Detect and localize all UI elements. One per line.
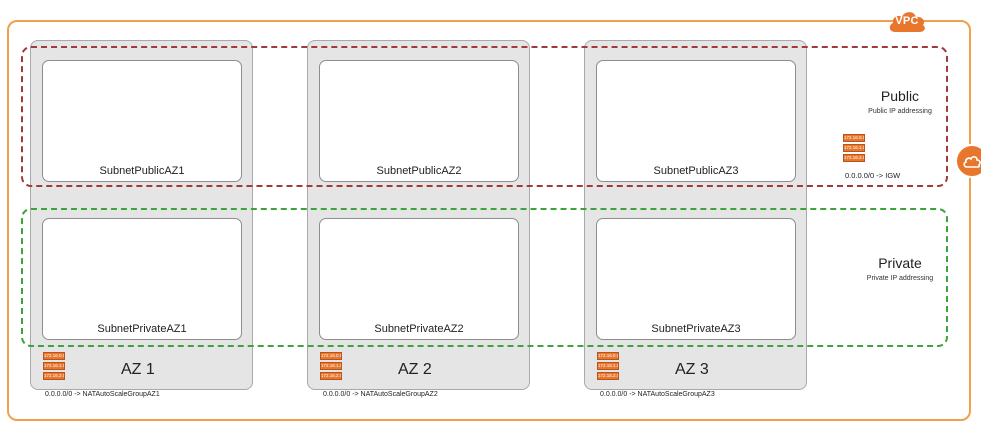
public-tier: Public Public IP addressing [21,46,948,187]
igw-route: 0.0.0.0/0 -> IGW [845,171,901,180]
availability-zone-1: SubnetPublicAZ1 SubnetPrivateAZ1 172.16.… [30,40,253,390]
subnet-label: SubnetPublicAZ2 [376,165,462,177]
route-entry: 172.16.1.0 [843,144,865,152]
availability-zone-3: SubnetPublicAZ3 SubnetPrivateAZ3 172.16.… [584,40,807,390]
route-entry: 172.16.2.0 [843,154,865,162]
subnet-public-az1: SubnetPublicAZ1 [42,60,242,182]
nat-route-az2: 0.0.0.0/0 -> NATAutoScaleGroupAZ2 [323,391,438,398]
subnet-label: SubnetPrivateAZ1 [97,323,187,335]
internet-gateway-icon [955,144,981,178]
az-label: AZ 1 [121,361,155,378]
private-tier-title: Private [878,255,922,271]
subnet-private-az3: SubnetPrivateAZ3 [596,218,796,340]
availability-zone-2: SubnetPublicAZ2 SubnetPrivateAZ2 172.16.… [307,40,530,390]
private-tier: Private Private IP addressing [21,208,948,347]
route-table-icon: 172.16.0.0 172.16.1.0 172.16.2.0 [320,352,342,380]
public-route-table-icon: 172.16.0.0 172.16.1.0 172.16.2.0 [843,134,865,162]
cloud-icon [963,156,981,168]
nat-route-az1: 0.0.0.0/0 -> NATAutoScaleGroupAZ1 [45,391,160,398]
subnet-public-az3: SubnetPublicAZ3 [596,60,796,182]
vpc-boundary [7,20,971,421]
subnet-label: SubnetPrivateAZ3 [651,323,741,335]
route-entry: 172.16.1.0 [597,362,619,370]
subnet-label: SubnetPrivateAZ2 [374,323,464,335]
subnet-label: SubnetPublicAZ3 [653,165,739,177]
subnet-public-az2: SubnetPublicAZ2 [319,60,519,182]
az-label: AZ 2 [398,361,432,378]
subnet-private-az2: SubnetPrivateAZ2 [319,218,519,340]
route-entry: 172.16.2.0 [597,372,619,380]
route-entry: 172.16.0.0 [597,352,619,360]
route-table-icon: 172.16.0.0 172.16.1.0 172.16.2.0 [43,352,65,380]
route-entry: 172.16.2.0 [43,372,65,380]
route-table-icon: 172.16.0.0 172.16.1.0 172.16.2.0 [597,352,619,380]
public-tier-subtitle: Public IP addressing [868,108,932,115]
subnet-label: SubnetPublicAZ1 [99,165,185,177]
private-tier-subtitle: Private IP addressing [866,275,934,282]
az-label: AZ 3 [675,361,709,378]
vpc-badge: VPC [887,8,927,34]
public-tier-title: Public [880,88,920,104]
route-entry: 172.16.0.0 [43,352,65,360]
nat-route-az3: 0.0.0.0/0 -> NATAutoScaleGroupAZ3 [600,391,715,398]
route-entry: 172.16.0.0 [320,352,342,360]
cloud-icon [889,12,925,32]
route-entry: 172.16.2.0 [320,372,342,380]
route-entry: 172.16.1.0 [43,362,65,370]
route-entry: 172.16.0.0 [843,134,865,142]
subnet-private-az1: SubnetPrivateAZ1 [42,218,242,340]
route-entry: 172.16.1.0 [320,362,342,370]
vpc-label: VPC [895,15,919,27]
